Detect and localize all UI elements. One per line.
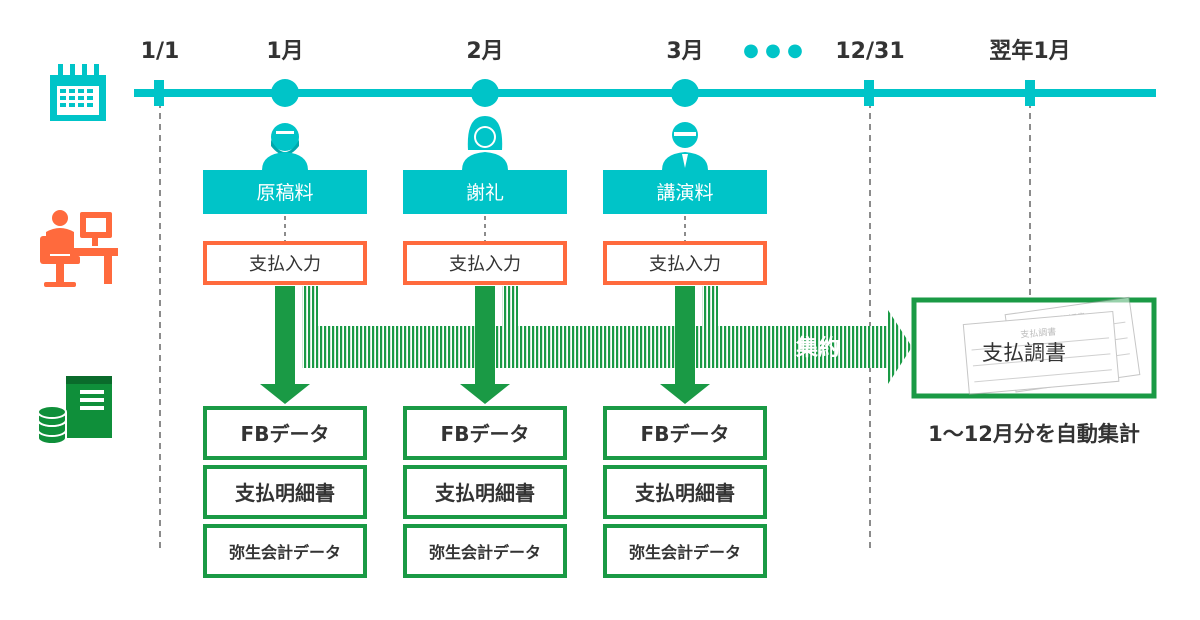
output-yayoi-data-1: 弥生会計データ xyxy=(203,524,367,578)
category-box-1: 原稿料 xyxy=(203,170,367,214)
output-label: 支払明細書 xyxy=(235,481,335,505)
output-label: FBデータ xyxy=(441,422,530,446)
category-label: 講演料 xyxy=(656,182,713,204)
timeline-bar xyxy=(134,89,1156,97)
output-fb-data-3: FBデータ xyxy=(603,406,767,460)
output-payment-statement-3: 支払明細書 xyxy=(603,465,767,519)
output-label: 弥生会計データ xyxy=(429,543,541,562)
category-box-3: 講演料 xyxy=(603,170,767,214)
jan-marker xyxy=(271,79,299,107)
timeline-label-end: 12/31 xyxy=(835,39,904,64)
calendar-icon xyxy=(50,64,106,121)
payment-entry-box-2: 支払入力 xyxy=(403,241,567,285)
businessman-avatar-icon xyxy=(662,122,708,170)
faded-document-icon: 支払調書 支払調書 xyxy=(962,296,1141,395)
output-label: 支払明細書 xyxy=(635,481,735,505)
payment-report-title: 支払調書 xyxy=(982,341,1066,365)
year-end-tick xyxy=(864,80,874,106)
category-box-2: 謝礼 xyxy=(403,170,567,214)
aggregation-arrow: 集約 xyxy=(302,286,912,384)
output-fb-data-2: FBデータ xyxy=(403,406,567,460)
output-yayoi-data-2: 弥生会計データ xyxy=(403,524,567,578)
output-label: 弥生会計データ xyxy=(629,543,741,562)
timeline-ellipsis: ● ● ● xyxy=(743,40,803,61)
server-database-icon xyxy=(37,376,112,445)
payment-entry-box-1: 支払入力 xyxy=(203,241,367,285)
timeline-label-next-jan: 翌年1月 xyxy=(989,38,1070,64)
mar-marker xyxy=(671,79,699,107)
woman-avatar-icon xyxy=(462,116,508,170)
feb-marker xyxy=(471,79,499,107)
payment-entry-label: 支払入力 xyxy=(649,254,721,275)
start-tick xyxy=(154,80,164,106)
payment-report-box: 支払調書 支払調書 支払調書 xyxy=(911,296,1157,399)
output-label: FBデータ xyxy=(241,422,330,446)
payment-entry-label: 支払入力 xyxy=(449,254,521,275)
aggregation-caption: 1～12月分を自動集計 xyxy=(928,422,1140,446)
output-payment-statement-2: 支払明細書 xyxy=(403,465,567,519)
output-label: FBデータ xyxy=(641,422,730,446)
timeline-label-jan: 1月 xyxy=(266,39,303,64)
output-fb-data-1: FBデータ xyxy=(203,406,367,460)
output-label: 支払明細書 xyxy=(435,481,535,505)
timeline-label-mar: 3月 xyxy=(666,39,703,64)
aggregation-label: 集約 xyxy=(795,335,840,361)
payment-entry-label: 支払入力 xyxy=(249,254,321,275)
faded-doc-label: 支払調書 xyxy=(1020,326,1057,341)
office-worker-at-desk-icon xyxy=(40,210,118,287)
output-label: 弥生会計データ xyxy=(229,543,341,562)
output-yayoi-data-3: 弥生会計データ xyxy=(603,524,767,578)
process-arrows xyxy=(260,286,710,404)
category-label: 原稿料 xyxy=(256,182,313,204)
bearded-man-avatar-icon xyxy=(262,123,308,170)
output-payment-statement-1: 支払明細書 xyxy=(203,465,367,519)
next-year-tick xyxy=(1025,80,1035,106)
payment-entry-box-3: 支払入力 xyxy=(603,241,767,285)
timeline-label-feb: 2月 xyxy=(466,39,503,64)
timeline-label-start: 1/1 xyxy=(141,39,180,64)
category-label: 謝礼 xyxy=(466,182,504,204)
timeline xyxy=(134,79,1156,107)
